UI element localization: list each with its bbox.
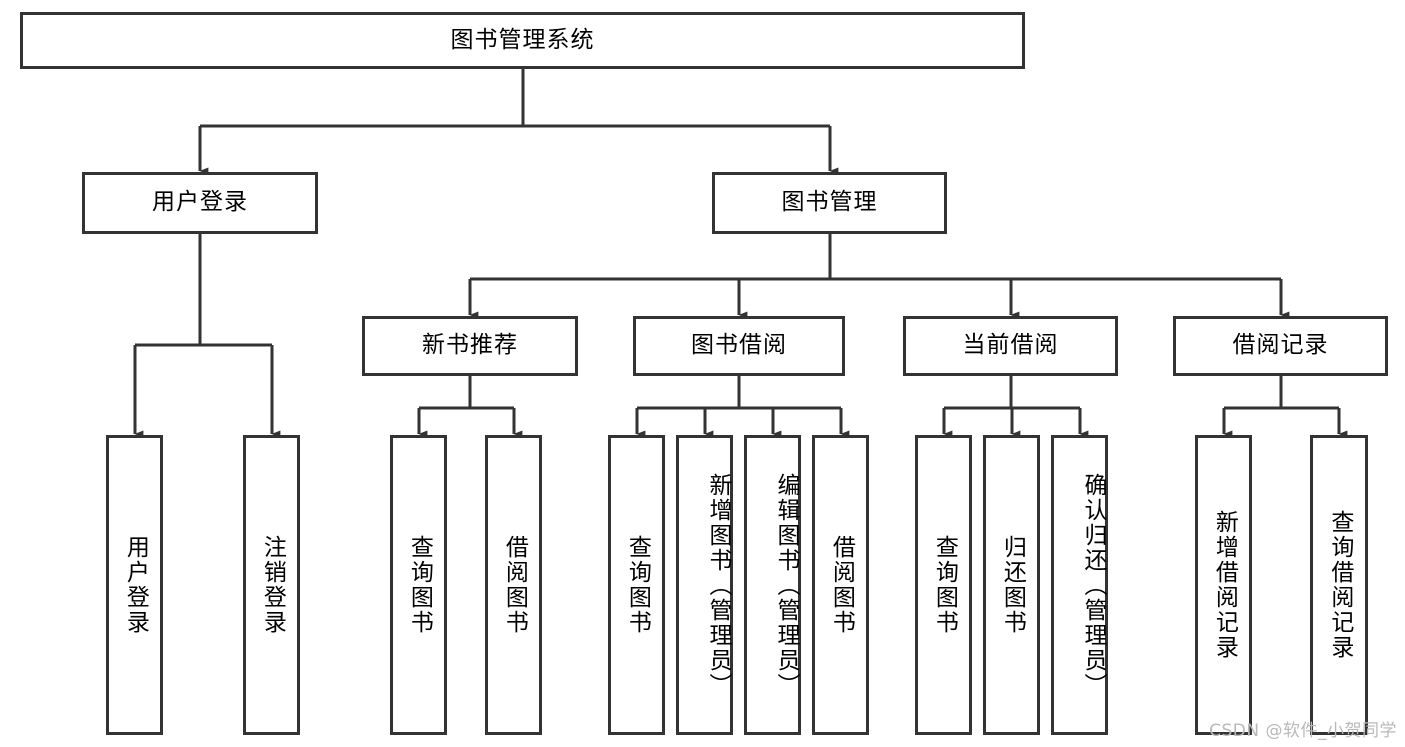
node-book-borrow[interactable]: 图书借阅 xyxy=(633,316,845,376)
node-root[interactable]: 图书管理系统 xyxy=(20,12,1025,69)
node-leaf-query-book-current[interactable]: 查询图书 xyxy=(915,435,972,735)
node-leaf-user-login[interactable]: 用户登录 xyxy=(106,435,163,735)
node-leaf-add-record[interactable]: 新增借阅记录 xyxy=(1195,435,1252,735)
node-label-leaf-user-login: 用户登录 xyxy=(122,535,149,635)
node-leaf-query-book-rec[interactable]: 查询图书 xyxy=(390,435,447,735)
node-label-book-borrow: 图书借阅 xyxy=(691,332,787,359)
node-label-leaf-return-book: 归还图书 xyxy=(999,535,1026,635)
node-borrow-record[interactable]: 借阅记录 xyxy=(1173,316,1388,376)
node-leaf-query-record[interactable]: 查询借阅记录 xyxy=(1310,435,1368,735)
node-label-leaf-edit-book: 编辑图书（管理员） xyxy=(773,472,799,698)
node-book-manage[interactable]: 图书管理 xyxy=(712,172,947,234)
node-label-leaf-confirm-return: 确认归还（管理员） xyxy=(1080,472,1106,698)
node-label-leaf-borrow-book-rec: 借阅图书 xyxy=(501,535,528,635)
node-label-user-login: 用户登录 xyxy=(152,189,248,216)
node-leaf-user-logout[interactable]: 注销登录 xyxy=(243,435,300,735)
node-user-login[interactable]: 用户登录 xyxy=(82,172,318,234)
node-new-book-rec[interactable]: 新书推荐 xyxy=(362,316,578,376)
node-leaf-edit-book[interactable]: 编辑图书（管理员） xyxy=(744,435,801,735)
node-label-leaf-query-record: 查询借阅记录 xyxy=(1326,510,1353,660)
csdn-watermark: CSDN @软件_小贺同学 xyxy=(1209,721,1397,741)
node-leaf-query-book-borrow[interactable]: 查询图书 xyxy=(608,435,665,735)
node-label-leaf-query-book-current: 查询图书 xyxy=(931,535,958,635)
node-label-borrow-record: 借阅记录 xyxy=(1232,332,1329,359)
node-leaf-borrow-book-rec[interactable]: 借阅图书 xyxy=(485,435,542,735)
node-label-new-book-rec: 新书推荐 xyxy=(422,332,518,359)
node-label-book-manage: 图书管理 xyxy=(781,189,878,216)
node-leaf-borrow-book[interactable]: 借阅图书 xyxy=(812,435,869,735)
node-label-leaf-query-book-borrow: 查询图书 xyxy=(624,535,651,635)
node-label-leaf-user-logout: 注销登录 xyxy=(259,535,286,635)
node-leaf-add-book[interactable]: 新增图书（管理员） xyxy=(676,435,733,735)
node-current-borrow[interactable]: 当前借阅 xyxy=(903,316,1118,376)
node-label-leaf-query-book-rec: 查询图书 xyxy=(406,535,433,635)
node-leaf-confirm-return[interactable]: 确认归还（管理员） xyxy=(1051,435,1108,735)
node-leaf-return-book[interactable]: 归还图书 xyxy=(983,435,1040,735)
node-label-root: 图书管理系统 xyxy=(450,26,595,53)
node-label-current-borrow: 当前借阅 xyxy=(962,332,1059,359)
node-label-leaf-add-record: 新增借阅记录 xyxy=(1211,510,1238,660)
node-label-leaf-add-book: 新增图书（管理员） xyxy=(705,472,731,698)
node-label-leaf-borrow-book: 借阅图书 xyxy=(828,535,855,635)
